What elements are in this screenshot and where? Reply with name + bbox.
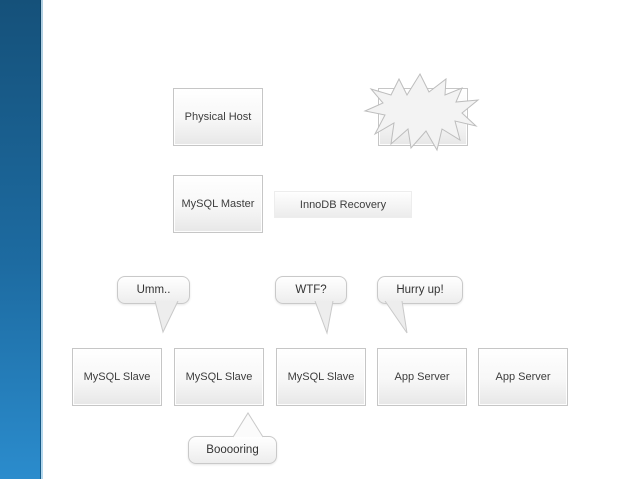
node-label: App Server <box>495 371 551 383</box>
node-mysql-master: MySQL Master <box>173 175 263 233</box>
callout-umm-tail <box>154 301 179 334</box>
callout-text: Umm.. <box>136 284 171 296</box>
node-label: MySQL Slave <box>83 371 151 383</box>
node-app-server-2: App Server <box>478 348 568 406</box>
callout-wtf-tail <box>314 301 334 335</box>
node-app-server-1: App Server <box>377 348 467 406</box>
node-label: MySQL Slave <box>287 371 355 383</box>
callout-booooring-tail <box>232 412 264 438</box>
callout-wtf: WTF? <box>275 276 347 304</box>
callout-text: Hurry up! <box>396 284 444 296</box>
node-label: MySQL Master <box>181 198 255 210</box>
callout-booooring: Booooring <box>188 436 277 464</box>
accent-bar-edge-dark <box>40 0 41 479</box>
label-text: InnoDB Recovery <box>299 198 387 211</box>
accent-bar <box>0 0 43 479</box>
node-label: App Server <box>394 371 450 383</box>
callout-text: Booooring <box>206 444 259 456</box>
node-label: Physical Host <box>184 111 252 123</box>
node-mysql-slave-3: MySQL Slave <box>276 348 366 406</box>
label-innodb-recovery: InnoDB Recovery <box>274 191 412 218</box>
callout-umm: Umm.. <box>117 276 190 304</box>
node-physical-host: Physical Host <box>173 88 263 146</box>
explosion-burst-shape <box>363 72 480 152</box>
callout-hurry-up: Hurry up! <box>377 276 463 304</box>
node-label: MySQL Slave <box>185 371 253 383</box>
node-mysql-slave-2: MySQL Slave <box>174 348 264 406</box>
accent-bar-edge-light <box>41 0 43 479</box>
callout-hurry-up-tail <box>384 301 408 334</box>
node-mysql-slave-1: MySQL Slave <box>72 348 162 406</box>
callout-text: WTF? <box>295 284 327 296</box>
